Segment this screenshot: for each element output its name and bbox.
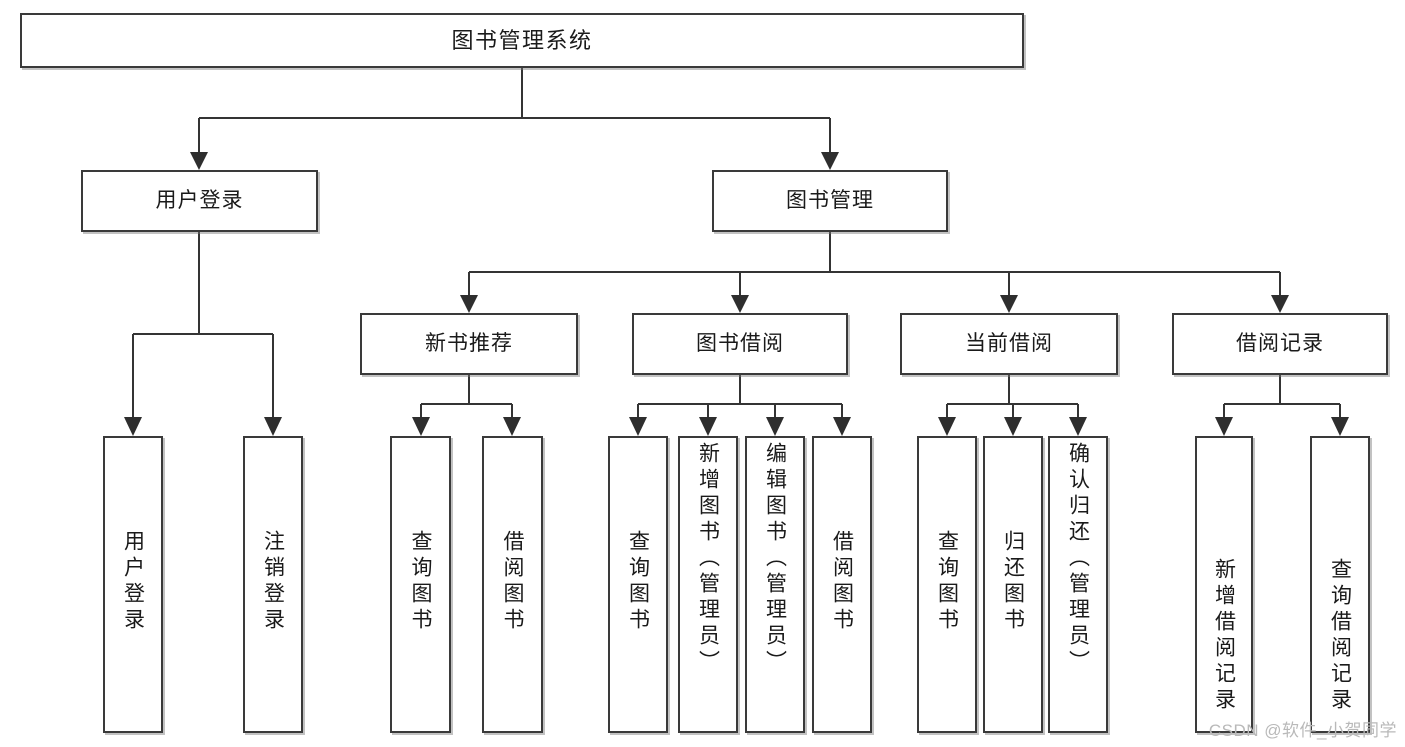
arrowhead-user-login	[190, 152, 208, 170]
arrowhead-leaf-logout	[264, 417, 282, 436]
node-current-borrow[interactable]: 当前借阅	[900, 313, 1118, 375]
arrowhead-currentborrow-leaf1	[938, 417, 956, 436]
arrowhead-bookborrow-leaf1	[629, 417, 647, 436]
watermark-text: CSDN @软件_小贺同学	[1208, 721, 1397, 740]
leaf-currentborrow-query-book-label: 查询图书	[935, 530, 959, 634]
leaf-currentborrow-return-book[interactable]: 归还图书	[983, 436, 1043, 733]
leaf-logout[interactable]: 注销登录	[243, 436, 303, 733]
node-new-book-recommend-label: 新书推荐	[425, 331, 513, 355]
leaf-borrowrecord-query-record-label: 查询借阅记录	[1328, 558, 1352, 714]
arrowhead-currentborrow-leaf3	[1069, 417, 1087, 436]
leaf-newbook-borrow-book[interactable]: 借阅图书	[482, 436, 543, 733]
node-book-borrow-label: 图书借阅	[696, 331, 784, 355]
node-book-borrow[interactable]: 图书借阅	[632, 313, 848, 375]
arrowhead-book-manage	[821, 152, 839, 170]
leaf-currentborrow-confirm-return-label: 确认归还（管理员）	[1066, 442, 1090, 676]
node-borrow-record-label: 借阅记录	[1236, 331, 1324, 355]
node-book-management-label: 图书管理	[786, 188, 874, 212]
node-current-borrow-label: 当前借阅	[965, 331, 1053, 355]
arrowhead-leaf-user-login	[124, 417, 142, 436]
leaf-newbook-query-book-label: 查询图书	[409, 530, 432, 634]
leaf-bookborrow-query-book[interactable]: 查询图书	[608, 436, 668, 733]
leaf-user-login-label: 用户登录	[121, 530, 145, 634]
arrowhead-borrowrecord-leaf2	[1331, 417, 1349, 436]
arrowhead-new-book	[460, 295, 478, 313]
leaf-bookborrow-add-book-label: 新增图书（管理员）	[696, 442, 720, 676]
node-user-login-label: 用户登录	[155, 188, 244, 212]
arrowhead-book-borrow	[731, 295, 749, 313]
leaf-bookborrow-edit-book-label: 编辑图书（管理员）	[763, 442, 787, 676]
arrowhead-borrowrecord-leaf1	[1215, 417, 1233, 436]
arrowhead-bookborrow-leaf3	[766, 417, 784, 436]
leaf-bookborrow-query-book-label: 查询图书	[626, 530, 650, 634]
leaf-bookborrow-borrow-book-label: 借阅图书	[830, 530, 854, 634]
arrowhead-bookborrow-leaf4	[833, 417, 851, 436]
leaf-newbook-borrow-book-label: 借阅图书	[501, 530, 524, 634]
node-root-system[interactable]: 图书管理系统	[20, 13, 1024, 68]
leaf-borrowrecord-query-record[interactable]: 查询借阅记录	[1310, 436, 1370, 733]
arrowhead-bookborrow-leaf2	[699, 417, 717, 436]
node-root-system-label: 图书管理系统	[451, 27, 593, 53]
node-borrow-record[interactable]: 借阅记录	[1172, 313, 1388, 375]
leaf-bookborrow-add-book[interactable]: 新增图书（管理员）	[678, 436, 738, 733]
leaf-currentborrow-confirm-return[interactable]: 确认归还（管理员）	[1048, 436, 1108, 733]
arrowhead-currentborrow-leaf2	[1004, 417, 1022, 436]
leaf-logout-label: 注销登录	[261, 530, 285, 634]
leaf-borrowrecord-add-record-label: 新增借阅记录	[1212, 558, 1236, 714]
node-new-book-recommend[interactable]: 新书推荐	[360, 313, 578, 375]
arrowhead-borrow-record	[1271, 295, 1289, 313]
leaf-currentborrow-query-book[interactable]: 查询图书	[917, 436, 977, 733]
leaf-currentborrow-return-book-label: 归还图书	[1001, 530, 1025, 634]
leaf-bookborrow-borrow-book[interactable]: 借阅图书	[812, 436, 872, 733]
arrowhead-current-borrow	[1000, 295, 1018, 313]
leaf-bookborrow-edit-book[interactable]: 编辑图书（管理员）	[745, 436, 805, 733]
arrowhead-newbook-leaf2	[503, 417, 521, 436]
leaf-borrowrecord-add-record[interactable]: 新增借阅记录	[1195, 436, 1253, 733]
arrowhead-newbook-leaf1	[412, 417, 430, 436]
node-book-management[interactable]: 图书管理	[712, 170, 948, 232]
leaf-user-login[interactable]: 用户登录	[103, 436, 163, 733]
leaf-newbook-query-book[interactable]: 查询图书	[390, 436, 451, 733]
node-user-login[interactable]: 用户登录	[81, 170, 318, 232]
